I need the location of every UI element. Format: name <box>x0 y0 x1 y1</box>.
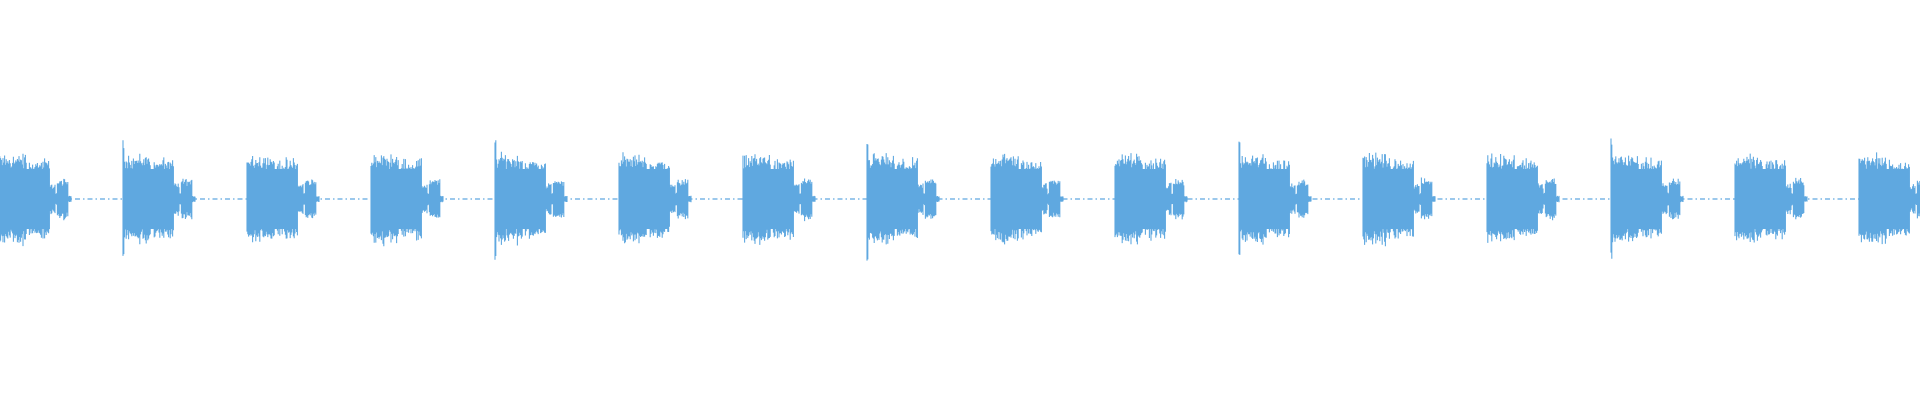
waveform-burst <box>1734 153 1808 243</box>
waveform-burst-core <box>993 169 1041 229</box>
waveform-burst-core <box>1 169 49 229</box>
waveform-burst-core <box>497 169 545 229</box>
waveform-burst-core <box>745 169 793 229</box>
waveform-burst <box>494 140 568 260</box>
waveform-burst-core <box>125 169 173 229</box>
waveform-burst <box>122 140 196 256</box>
waveform-burst-core <box>1737 169 1785 229</box>
waveform-burst <box>0 153 72 247</box>
waveform-burst-core <box>373 169 421 229</box>
waveform-burst <box>1486 153 1560 243</box>
waveform-burst-core <box>1117 169 1165 229</box>
waveform-burst-core <box>621 169 669 229</box>
waveform-burst <box>1858 152 1920 245</box>
waveform-burst-core <box>1489 169 1537 229</box>
waveform-burst-core <box>1861 169 1909 229</box>
waveform-burst <box>1238 141 1312 255</box>
waveform-burst <box>1362 152 1436 247</box>
waveform-burst-core <box>1241 169 1289 229</box>
waveform-burst <box>742 154 816 245</box>
waveform-burst-core <box>1365 169 1413 229</box>
waveform-bursts <box>0 138 1920 261</box>
waveform-burst-core <box>1613 169 1661 229</box>
waveform-burst <box>618 152 692 244</box>
waveform-burst-core <box>249 169 297 229</box>
waveform-burst-core <box>869 169 917 229</box>
waveform-burst <box>1114 153 1188 245</box>
waveform-burst <box>370 154 444 247</box>
waveform-burst <box>866 144 940 261</box>
waveform-burst <box>990 153 1064 245</box>
waveform-burst <box>1610 138 1684 259</box>
waveform-burst <box>246 156 320 243</box>
